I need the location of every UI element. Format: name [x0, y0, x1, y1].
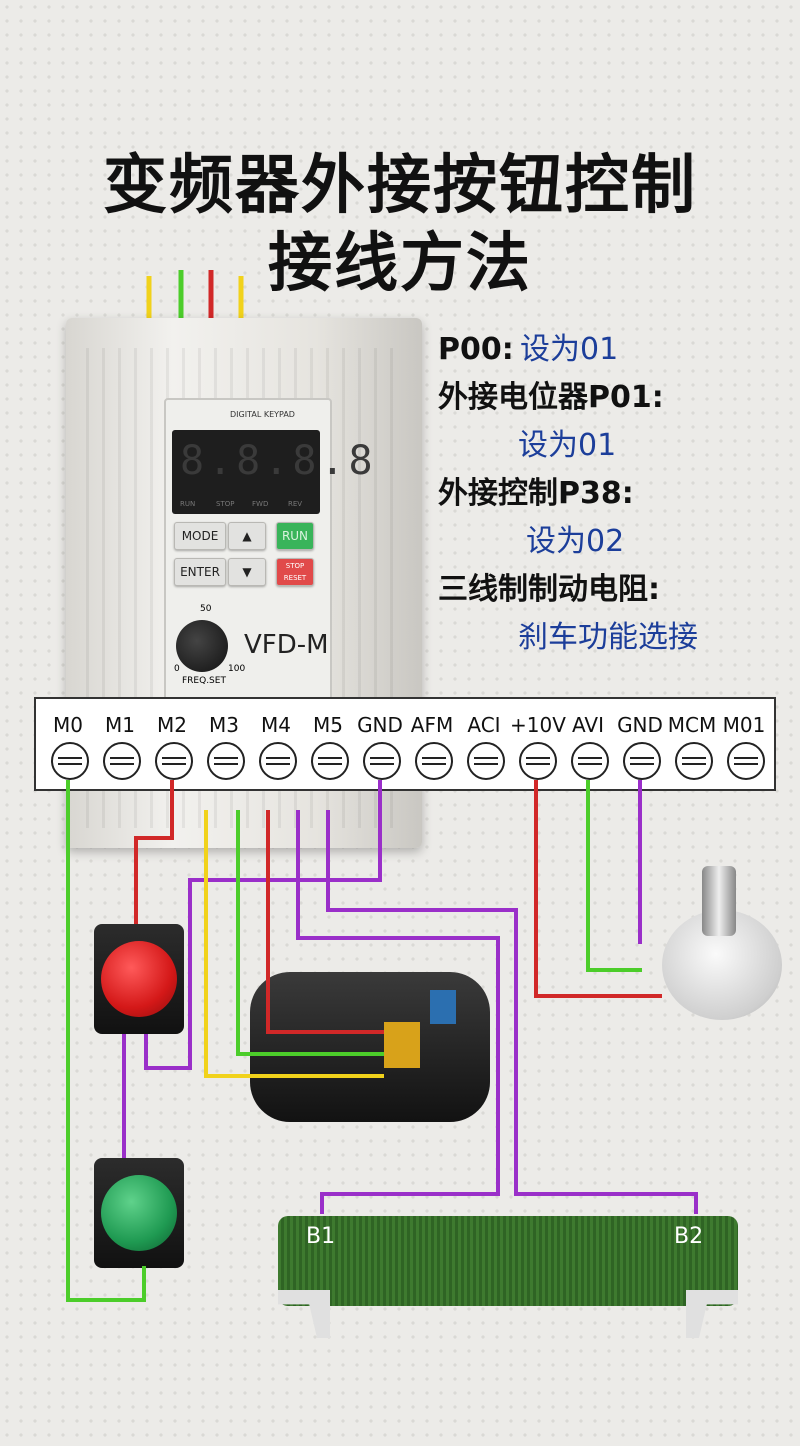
knob-scale-top: 50 — [200, 604, 212, 614]
title-line-2: 接线方法 — [268, 227, 532, 301]
terminal-screw-4[interactable] — [259, 742, 297, 780]
terminal-screw-2[interactable] — [155, 742, 193, 780]
indicator-rev: REV — [288, 500, 303, 508]
terminal-screw-5[interactable] — [311, 742, 349, 780]
green-push-button[interactable] — [101, 1175, 177, 1251]
stop-reset-key[interactable]: STOP RESET — [276, 558, 314, 586]
note-6: 三线制制动电阻: — [438, 572, 660, 607]
motor-junction-box — [430, 990, 456, 1024]
terminal-screw-0[interactable] — [51, 742, 89, 780]
terminal-screw-8[interactable] — [467, 742, 505, 780]
down-key[interactable]: ▼ — [228, 558, 266, 586]
terminal-label-13: M01 — [722, 713, 766, 737]
terminal-screw-12[interactable] — [675, 742, 713, 780]
potentiometer-shaft[interactable] — [702, 866, 736, 936]
terminal-screw-1[interactable] — [103, 742, 141, 780]
terminal-screw-6[interactable] — [363, 742, 401, 780]
terminal-label-9: +10V — [510, 713, 566, 737]
terminal-label-8: ACI — [467, 713, 501, 737]
note-1: 设为01 — [520, 332, 619, 367]
freq-set-label: FREQ.SET — [182, 676, 226, 686]
note-0: P00: — [438, 332, 514, 367]
red-push-button[interactable] — [101, 941, 177, 1017]
terminal-label-2: M2 — [157, 713, 187, 737]
indicator-stop: STOP — [216, 500, 235, 508]
braking-resistor — [278, 1216, 738, 1306]
terminal-label-10: AVI — [572, 713, 604, 737]
note-7: 刹车功能选接 — [518, 620, 698, 655]
frequency-knob[interactable] — [176, 620, 228, 672]
terminal-screw-10[interactable] — [571, 742, 609, 780]
terminal-screw-9[interactable] — [519, 742, 557, 780]
indicator-run: RUN — [180, 500, 196, 508]
mode-key[interactable]: MODE — [174, 522, 226, 550]
enter-key[interactable]: ENTER — [174, 558, 226, 586]
resistor-label-b2: B2 — [674, 1224, 704, 1249]
note-3: 设为01 — [518, 428, 617, 463]
terminal-label-5: M5 — [313, 713, 343, 737]
knob-scale-min: 0 — [174, 664, 180, 674]
terminal-label-4: M4 — [261, 713, 291, 737]
terminal-label-6: GND — [357, 713, 403, 737]
terminal-screw-7[interactable] — [415, 742, 453, 780]
note-5: 设为02 — [526, 524, 625, 559]
terminal-screw-13[interactable] — [727, 742, 765, 780]
motor-nameplate — [384, 1022, 420, 1068]
note-2: 外接电位器P01: — [438, 380, 664, 415]
terminal-label-12: MCM — [667, 713, 717, 737]
terminal-screw-3[interactable] — [207, 742, 245, 780]
model-label: VFD-M — [244, 630, 329, 660]
up-key[interactable]: ▲ — [228, 522, 266, 550]
note-4: 外接控制P38: — [438, 476, 634, 511]
terminal-label-7: AFM — [410, 713, 454, 737]
resistor-label-b1: B1 — [306, 1224, 336, 1249]
terminal-strip — [34, 697, 776, 791]
keypad-header: DIGITAL KEYPAD — [230, 410, 295, 419]
terminal-label-1: M1 — [105, 713, 135, 737]
terminal-screw-11[interactable] — [623, 742, 661, 780]
indicator-fwd: FWD — [252, 500, 269, 508]
display-digits: 8.8.8.8 — [180, 438, 377, 484]
knob-scale-max: 100 — [228, 664, 246, 674]
title-line-1: 变频器外接按钮控制 — [103, 149, 697, 223]
keypad-display — [172, 430, 320, 514]
terminal-label-0: M0 — [53, 713, 83, 737]
run-key[interactable]: RUN — [276, 522, 314, 550]
terminal-label-3: M3 — [209, 713, 239, 737]
terminal-label-11: GND — [617, 713, 663, 737]
